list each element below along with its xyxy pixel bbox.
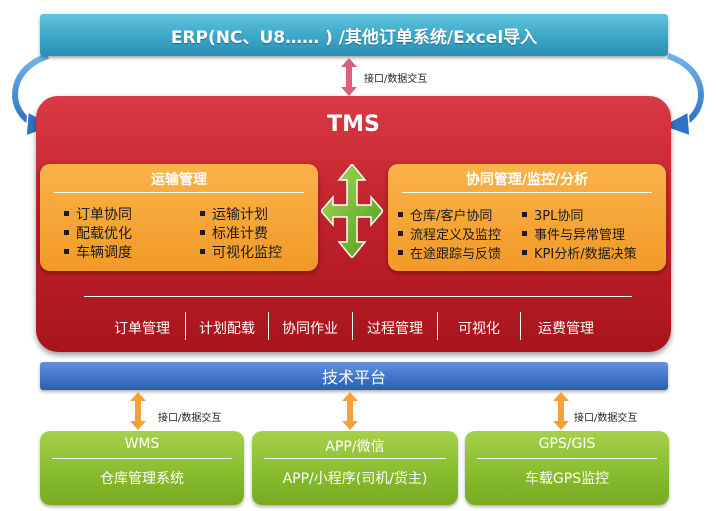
bullet-icon: [398, 212, 403, 217]
function-visual: 可视化: [458, 321, 500, 337]
app-title: APP/微信: [325, 439, 385, 455]
function-divider: [520, 312, 521, 340]
right-col2-item: 3PL协同: [522, 205, 583, 224]
top-double-arrow-icon: [341, 58, 357, 96]
gps-body: 车载GPS监控: [524, 471, 610, 487]
panel-divider: [402, 192, 652, 193]
interface-label-wms: 接口/数据交互: [158, 413, 222, 424]
bullet-icon: [200, 210, 205, 216]
app-box: APP/微信 APP/小程序(司机/货主): [252, 431, 458, 505]
function-order: 订单管理: [114, 321, 170, 337]
right-col1-item: 仓库/客户协同: [398, 205, 492, 224]
right-col2-item: KPI分析/数据决策: [522, 243, 637, 262]
wms-box: WMS 仓库管理系统: [40, 431, 244, 505]
gps-box: GPS/GIS 车载GPS监控: [465, 431, 669, 505]
left-col2-item: 可视化监控: [200, 242, 282, 262]
bullet-icon: [522, 231, 527, 236]
box-divider: [264, 458, 446, 459]
function-divider: [268, 312, 269, 340]
interface-label-gps: 接口/数据交互: [574, 413, 638, 424]
function-divider: [352, 312, 353, 340]
function-divider: [437, 312, 438, 340]
gps-double-arrow-icon: [553, 392, 569, 430]
function-process: 过程管理: [367, 321, 423, 337]
erp-source-bar: ERP(NC、U8…… ) /其他订单系统/Excel导入: [40, 14, 668, 56]
wms-title: WMS: [124, 436, 160, 452]
function-plan: 计划配载: [199, 321, 255, 337]
bullet-icon: [64, 210, 69, 216]
app-double-arrow-icon: [342, 392, 358, 430]
four-way-arrow-icon: [321, 164, 383, 258]
right-col1-item: 流程定义及监控: [398, 224, 501, 243]
right-col1-item: 在途跟踪与反馈: [398, 243, 501, 262]
function-divider: [185, 312, 186, 340]
bullet-icon: [522, 212, 527, 217]
bullet-icon: [64, 229, 69, 235]
collaboration-title: 协同管理/监控/分析: [465, 172, 589, 188]
bullet-icon: [200, 248, 205, 254]
box-divider: [52, 458, 232, 459]
panel-divider: [54, 192, 304, 193]
left-col1-item: 订单协同: [64, 204, 132, 224]
bullet-icon: [200, 229, 205, 235]
wms-body: 仓库管理系统: [100, 471, 184, 487]
erp-source-label: ERP(NC、U8…… ) /其他订单系统/Excel导入: [170, 27, 538, 48]
left-col1-item: 配载优化: [64, 223, 132, 243]
tms-title: TMS: [327, 112, 380, 137]
right-col2-item: 事件与异常管理: [522, 224, 625, 243]
left-col2-item: 运输计划: [200, 204, 268, 224]
app-body: APP/小程序(司机/货主): [282, 471, 428, 487]
bullet-icon: [398, 231, 403, 236]
left-col1-item: 车辆调度: [64, 242, 132, 262]
bullet-icon: [64, 248, 69, 254]
tech-platform-bar: 技术平台: [40, 362, 668, 390]
wms-double-arrow-icon: [130, 392, 146, 430]
tech-platform-label: 技术平台: [321, 368, 386, 387]
bullet-icon: [522, 250, 527, 255]
function-freight: 运费管理: [538, 321, 594, 337]
function-separator: [84, 296, 632, 297]
interface-label-top: 接口/数据交互: [364, 74, 428, 85]
transport-management-panel: 运输管理 订单协同 配载优化 车辆调度 运输计划 标准计费 可视化监控: [40, 164, 318, 271]
collaboration-panel: 协同管理/监控/分析 仓库/客户协同 流程定义及监控 在途跟踪与反馈 3PL协同…: [388, 164, 666, 271]
function-collab: 协同作业: [282, 321, 338, 337]
gps-title: GPS/GIS: [538, 436, 596, 452]
transport-management-title: 运输管理: [151, 172, 207, 188]
left-col2-item: 标准计费: [200, 223, 268, 243]
box-divider: [477, 458, 657, 459]
bullet-icon: [398, 250, 403, 255]
